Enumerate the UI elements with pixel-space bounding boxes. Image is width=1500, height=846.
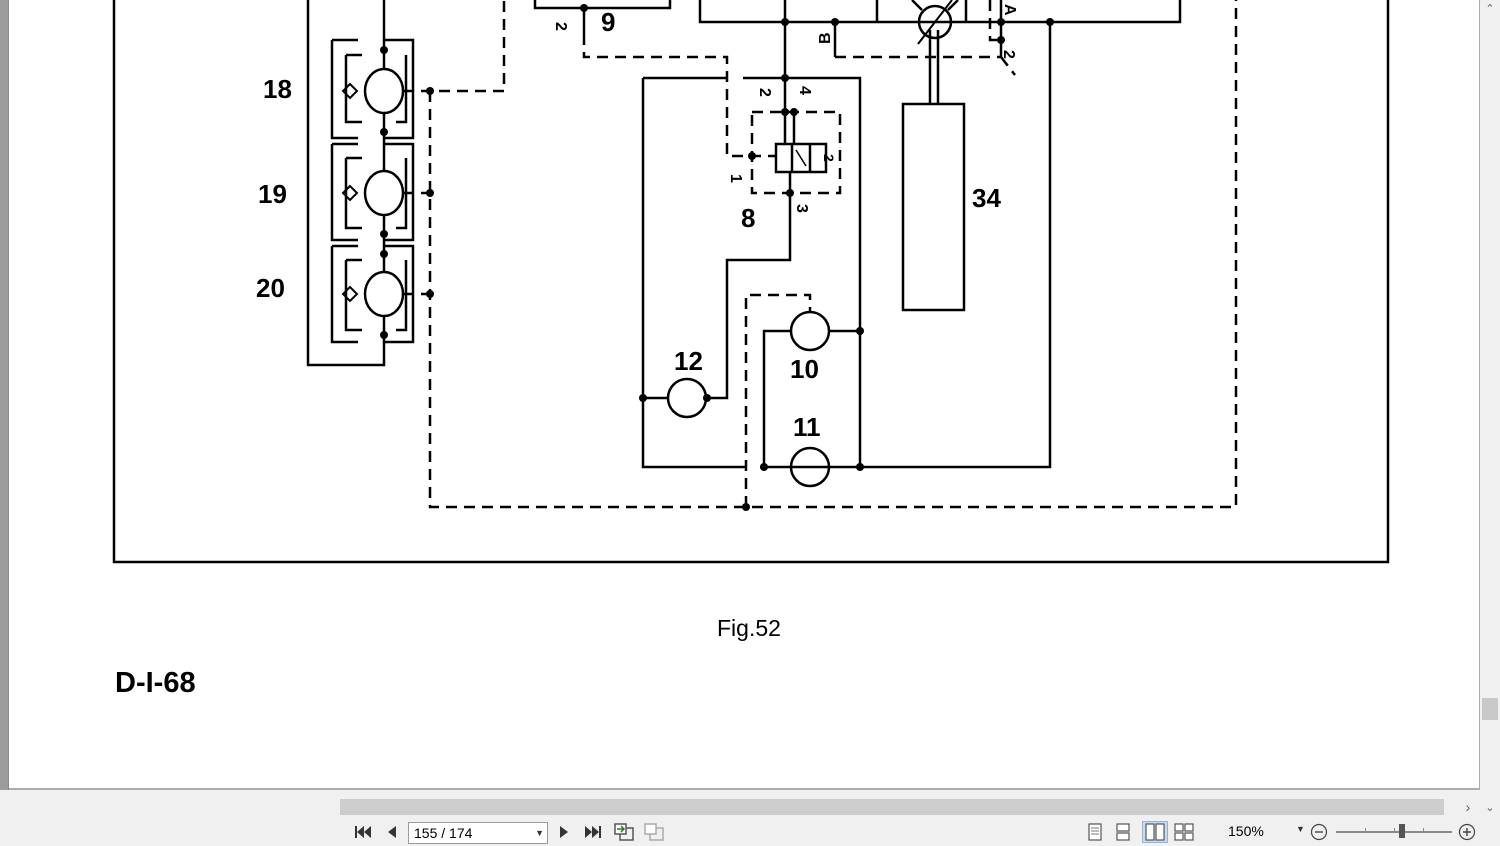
port-label-4: 4 (796, 86, 813, 95)
label-34: 34 (972, 183, 1001, 213)
zoom-tick (1394, 828, 1395, 832)
first-page-icon[interactable] (350, 821, 376, 843)
document-page: 18 19 20 9 8 12 10 11 34 2 2 4 3 1 2 B A… (9, 0, 1479, 788)
zoom-level[interactable]: 150% (1228, 823, 1264, 839)
scroll-right-icon[interactable]: › (1465, 799, 1471, 815)
last-page-icon[interactable] (580, 821, 606, 843)
motor-11-symbol (789, 446, 831, 488)
port-label-A: A (1001, 4, 1018, 16)
port-label-2: 2 (1000, 50, 1017, 59)
hydraulic-diagram: 18 19 20 9 8 12 10 11 34 2 2 4 3 1 2 B A… (112, 0, 1390, 564)
motor-18-symbol (330, 38, 415, 140)
label-10: 10 (790, 354, 819, 384)
continuous-view-icon[interactable] (1112, 821, 1134, 843)
label-18: 18 (263, 74, 292, 104)
document-viewport[interactable]: 18 19 20 9 8 12 10 11 34 2 2 4 3 1 2 B A… (0, 0, 1480, 790)
label-9: 9 (601, 7, 615, 37)
label-19: 19 (258, 179, 287, 209)
zoom-out-icon[interactable] (1309, 821, 1329, 843)
port-label-3: 3 (793, 204, 810, 213)
zoom-slider-track[interactable] (1336, 831, 1452, 833)
zoom-in-icon[interactable] (1457, 821, 1477, 843)
go-back-view-icon[interactable] (612, 821, 636, 843)
page-dropdown-icon[interactable]: ▼ (535, 828, 544, 838)
go-forward-view-icon[interactable] (642, 821, 666, 843)
zoom-dropdown-icon[interactable]: ▼ (1296, 824, 1305, 834)
zoom-tick (1423, 828, 1424, 832)
motor-20-symbol (330, 234, 415, 344)
motor-19-symbol (330, 132, 415, 242)
page-code: D-I-68 (115, 667, 196, 699)
scroll-down-icon[interactable]: ⌄ (1485, 802, 1495, 814)
motor-12-symbol (666, 377, 708, 419)
scroll-gap (0, 790, 1480, 796)
navigation-toolbar: 155 / 174 ▼ 150% ▼ (0, 818, 1500, 846)
zoom-slider-thumb[interactable] (1399, 824, 1405, 838)
label-12: 12 (674, 346, 703, 376)
port-label-2: 2 (756, 88, 773, 97)
horizontal-scroll-thumb[interactable] (340, 799, 1444, 815)
cylinder-34-symbol (901, 0, 1003, 312)
figure-frame (112, 0, 1390, 564)
viewer-left-margin (0, 0, 9, 790)
horizontal-scrollbar[interactable]: › (0, 796, 1480, 818)
previous-page-icon[interactable] (380, 821, 402, 843)
port-label-B: B (817, 32, 834, 44)
label-8: 8 (741, 203, 755, 233)
port-label-2: 2 (552, 22, 569, 31)
page-indicator: 155 / 174 (414, 825, 473, 841)
facing-pages-view-icon[interactable] (1142, 821, 1168, 843)
next-page-icon[interactable] (554, 821, 576, 843)
vertical-scrollbar[interactable]: ⌃ ⌄ (1480, 0, 1500, 818)
single-page-view-icon[interactable] (1084, 821, 1106, 843)
label-20: 20 (256, 273, 285, 303)
figure-caption: Fig.52 (717, 615, 781, 641)
port-label-2: 2 (821, 154, 837, 162)
scroll-up-icon[interactable]: ⌃ (1485, 3, 1495, 15)
page-number-field[interactable]: 155 / 174 ▼ (408, 822, 548, 844)
vertical-scroll-thumb[interactable] (1482, 698, 1498, 720)
port-label-1: 1 (727, 174, 744, 183)
zoom-tick (1365, 828, 1366, 832)
motor-10-symbol (789, 310, 831, 352)
continuous-facing-view-icon[interactable] (1172, 821, 1196, 843)
label-11: 11 (793, 412, 821, 442)
